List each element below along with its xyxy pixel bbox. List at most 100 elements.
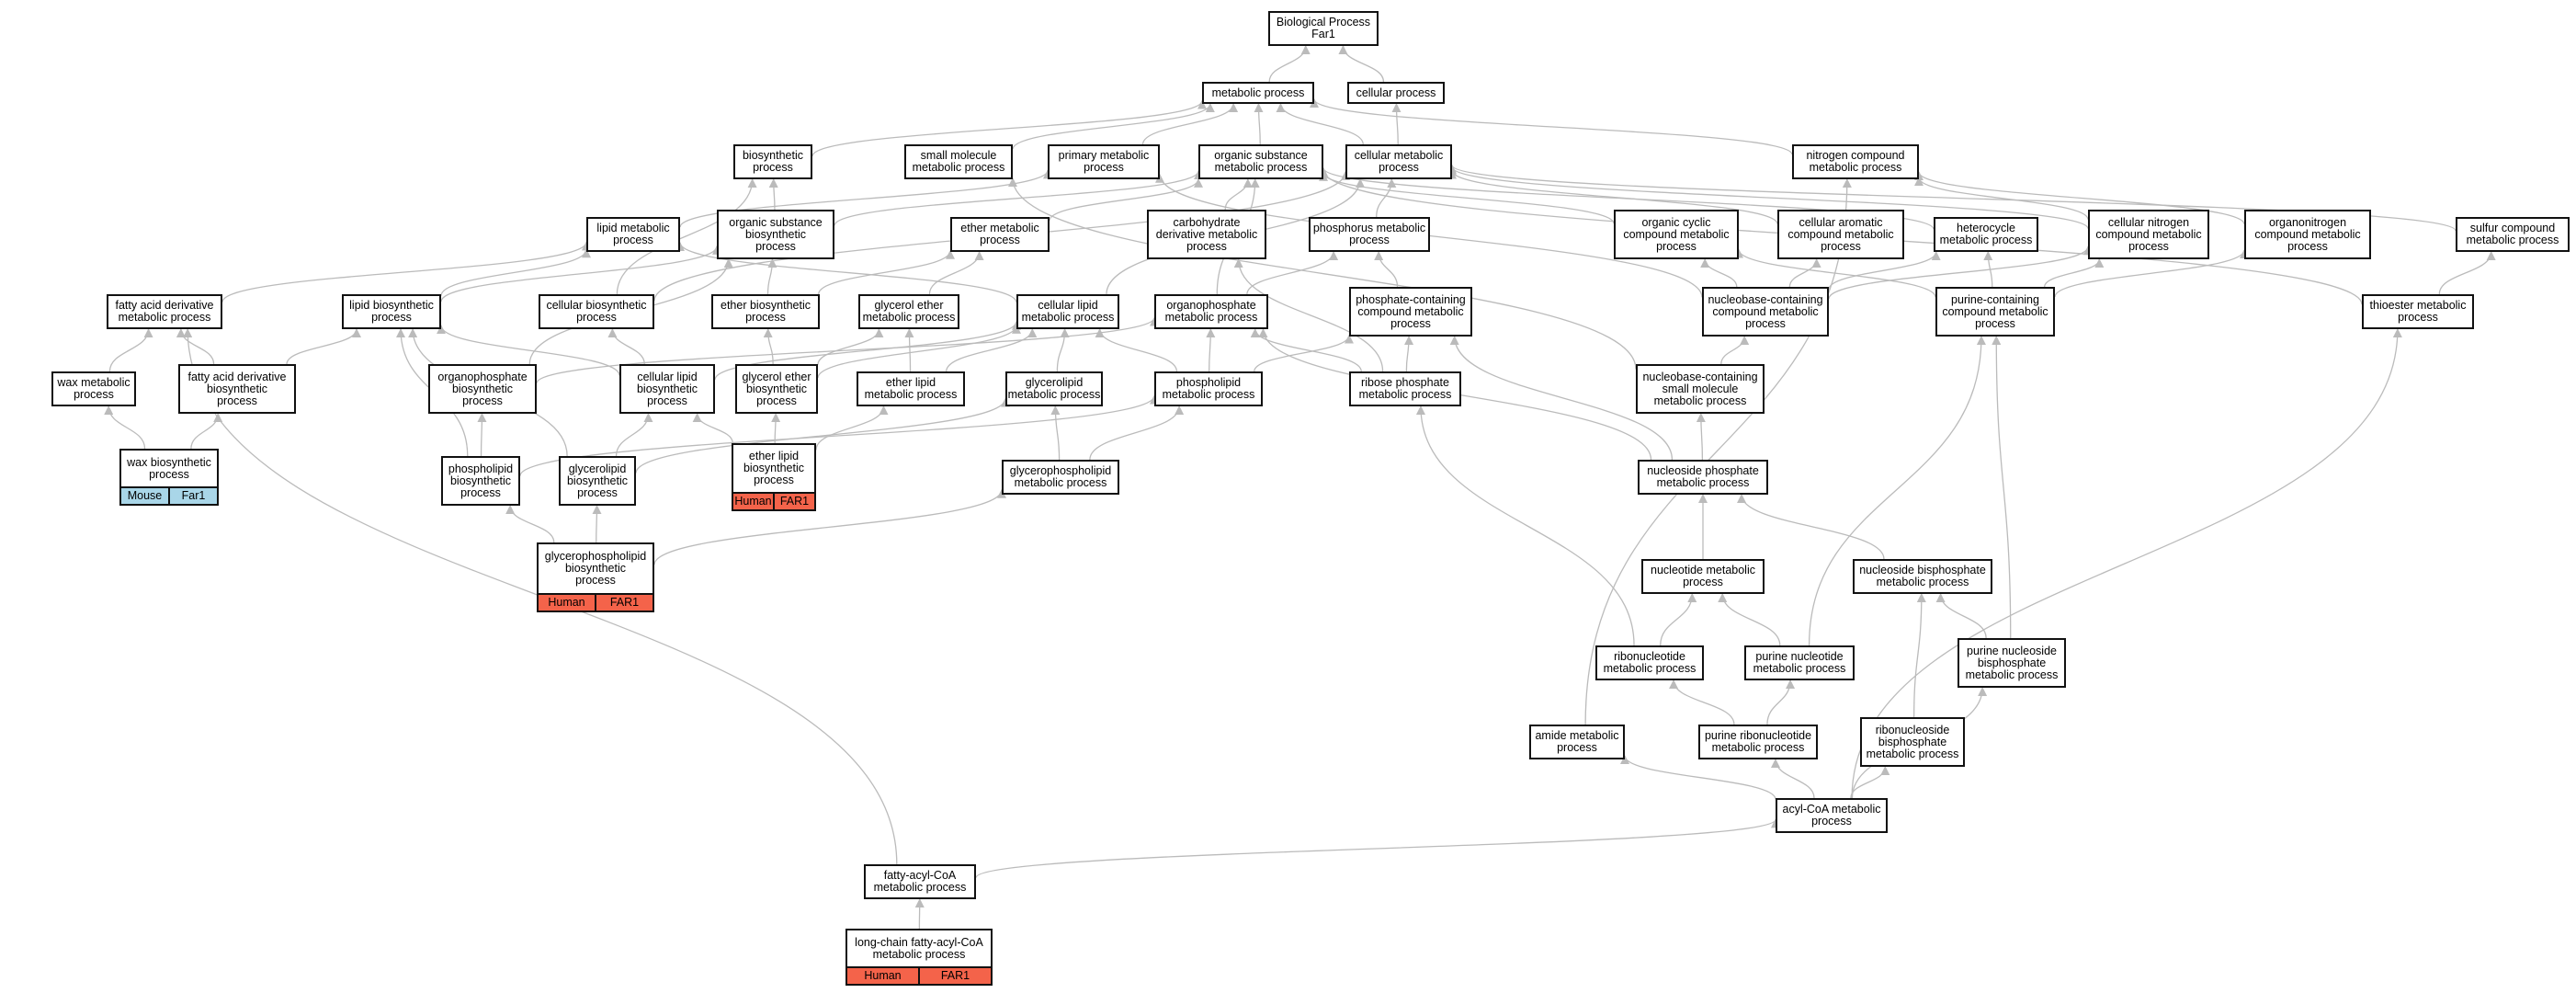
node-label-line: process (74, 388, 114, 401)
edge-glycerolipid-met-to-cell-lipid-met (1056, 328, 1070, 372)
node-label-line: metabolic process (912, 161, 1005, 174)
node-label-line: cellular lipid (1038, 299, 1098, 312)
node-label-line: phosphorus metabolic (1312, 222, 1426, 234)
edge-organonitro-to-nitrogen (1914, 171, 2245, 225)
node-label-line: process (1683, 576, 1723, 588)
edge-nucbase-cont-to-cell-arom (1788, 258, 1821, 288)
human-annotation-tag: Human (733, 494, 773, 509)
node-label-line: phospholipid (1175, 376, 1242, 389)
go-term-node-metabolic[interactable]: metabolic process (1202, 82, 1314, 104)
node-label-line: process (1745, 316, 1786, 330)
human-annotation-tag: FAR1 (773, 494, 814, 509)
edge-glycerophos-bio-to-glycerophos-met (653, 488, 1006, 565)
node-label-line: fatty-acyl-CoA (883, 869, 957, 882)
node-label-line: process (149, 467, 189, 481)
node-label-line: metabolic process (1809, 161, 1902, 174)
node-label-line: process (576, 311, 617, 324)
node-label-line: process (1186, 239, 1227, 253)
node-label-line: metabolic process (1711, 741, 1805, 754)
node-label-line: nucleobase-containing (1708, 292, 1823, 306)
node-label-line: purine nucleoside (1967, 644, 2057, 657)
edge-cell-arom-to-cell-met (1447, 169, 1778, 224)
node-label-line: biosynthetic (566, 474, 628, 487)
edge-cell-met-to-cellular (1391, 103, 1401, 145)
edge-cell-nitro-to-nitrogen (1914, 177, 2089, 220)
node-label-line: metabolic process (872, 947, 966, 961)
edge-phos-cont-to-phosphorus (1374, 251, 1399, 288)
node-label-line: organophosphate (1166, 299, 1256, 312)
node-label-line: nucleoside bisphosphate (1859, 564, 1986, 576)
edge-nitrogen-to-metabolic (1310, 98, 1793, 155)
edge-phospholipid-bio-to-phospholipid-met (519, 394, 1159, 476)
edge-acyl-coa-to-amide (1620, 755, 1776, 800)
edge-ether-lipid-bio-to-ether-lipid-met (815, 405, 889, 451)
node-label-line: ether lipid (748, 450, 800, 462)
edge-nucbase-cont-to-heterocycle (1828, 251, 1941, 291)
go-term-node-cellular[interactable]: cellular process (1347, 82, 1445, 104)
edge-cell-lipid-bio-to-cell-bio (607, 328, 645, 365)
node-label-line: process (217, 394, 257, 407)
node-label-line: process (575, 574, 616, 587)
node-label-line: metabolic process (1214, 161, 1308, 174)
edge-ether-lipid-met-to-glyc-ether-met (904, 328, 914, 372)
node-label-line: cellular aromatic (1799, 215, 1883, 229)
